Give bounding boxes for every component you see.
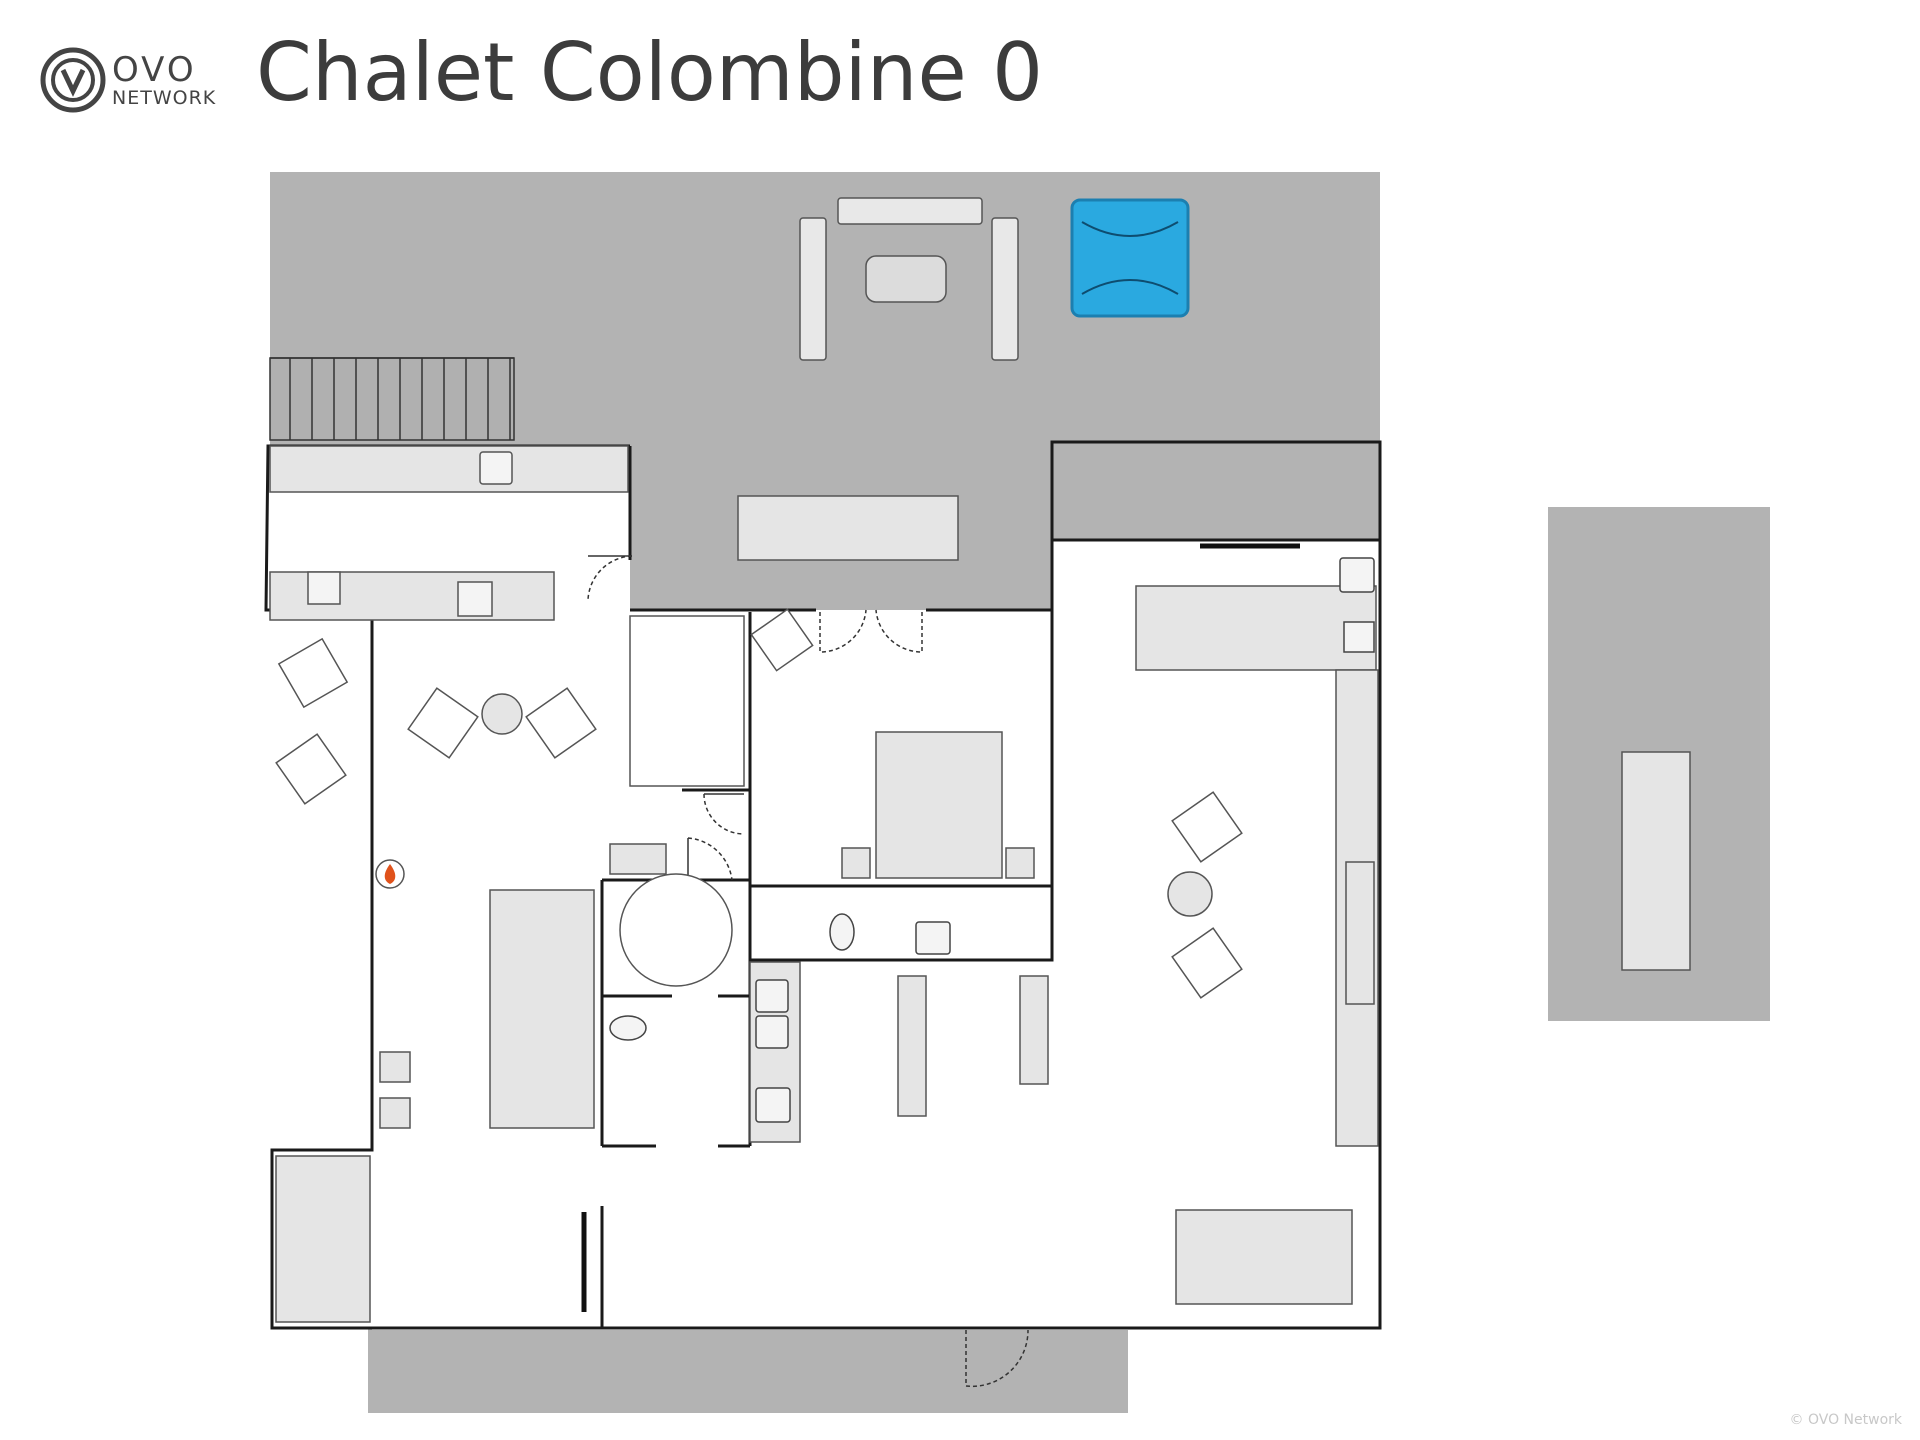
bathroom-sink-icon bbox=[915, 921, 951, 955]
terrace-furniture bbox=[737, 197, 1691, 971]
coffee-table-left bbox=[481, 693, 523, 735]
toilet-icon bbox=[609, 1015, 647, 1041]
door-stairs bbox=[703, 793, 745, 835]
armchairs bbox=[275, 608, 1243, 999]
bathroom-toilet-icon bbox=[829, 913, 855, 951]
ottoman-2 bbox=[379, 1097, 411, 1129]
bench-left bbox=[897, 975, 927, 1117]
logo-wordmark: OVO NETWORK bbox=[112, 53, 216, 108]
door-kitchen bbox=[587, 555, 633, 601]
shoe-bench bbox=[609, 843, 667, 875]
coffee-table-right bbox=[1167, 871, 1213, 917]
lounger-left bbox=[799, 217, 827, 361]
door-terrace-right bbox=[875, 609, 923, 653]
lounger-right bbox=[991, 217, 1019, 361]
bar-sink-icon bbox=[1339, 557, 1375, 593]
ovo-logo-icon bbox=[40, 47, 106, 113]
billiard-table-icon bbox=[1175, 1209, 1353, 1305]
hot-tub-icon bbox=[1070, 198, 1190, 318]
interior-furniture bbox=[269, 445, 1379, 1323]
door-terrace-left bbox=[819, 609, 867, 653]
nightstand-left bbox=[841, 847, 871, 879]
sink-icon bbox=[479, 451, 513, 485]
header: OVO NETWORK bbox=[40, 30, 216, 130]
wine-cooler-icon bbox=[1343, 621, 1375, 653]
south-terrace bbox=[368, 1327, 1128, 1413]
cooktop-icon bbox=[457, 581, 493, 617]
bench-right bbox=[1019, 975, 1049, 1085]
fireplace-icon bbox=[375, 859, 405, 889]
door-spiral bbox=[687, 837, 733, 881]
washing-machine-icon bbox=[755, 1015, 789, 1049]
spiral-stairs bbox=[619, 873, 733, 987]
nightstand-right bbox=[1005, 847, 1035, 879]
wall-lounger bbox=[1345, 861, 1375, 1005]
walls bbox=[264, 440, 1382, 1330]
logo-primary-text: OVO bbox=[112, 49, 197, 90]
exterior-stairs bbox=[269, 357, 515, 441]
sofa-sectional bbox=[489, 889, 595, 1129]
snowflake-icon bbox=[307, 571, 341, 605]
page-title: Chalet Colombine 0 bbox=[256, 26, 1043, 119]
dryer-icon bbox=[755, 979, 789, 1013]
door-south bbox=[965, 1329, 1029, 1388]
corner-sofa bbox=[275, 1155, 371, 1323]
laundry-sink-icon bbox=[755, 1087, 791, 1123]
doors bbox=[587, 555, 1029, 1388]
lounger-top bbox=[837, 197, 983, 225]
appliance-icons bbox=[581, 543, 1375, 1312]
bar-counter bbox=[1135, 585, 1377, 671]
copyright-notice: © OVO Network bbox=[1789, 1412, 1902, 1428]
bed bbox=[875, 731, 1003, 879]
foosball-table-icon bbox=[865, 255, 947, 303]
outdoor-dining-table bbox=[737, 495, 959, 561]
side-dining-table bbox=[1621, 751, 1691, 971]
logo-secondary-text: NETWORK bbox=[112, 86, 217, 109]
ottoman-1 bbox=[379, 1051, 411, 1083]
interior-stairs bbox=[629, 615, 745, 787]
brand-logo: OVO NETWORK bbox=[40, 47, 216, 113]
kitchen-counter-top bbox=[269, 445, 629, 493]
